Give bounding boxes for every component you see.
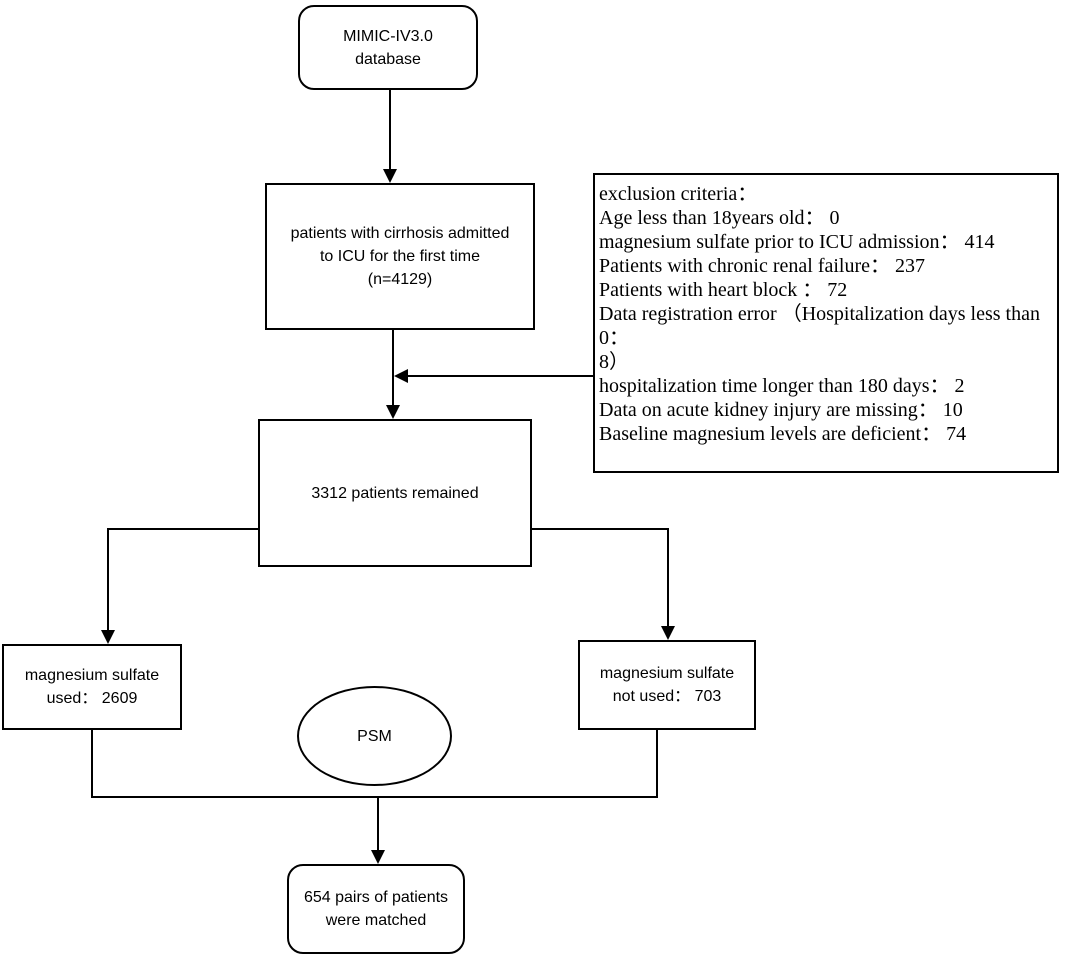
exclusion-line: Patients with heart block ： 72 — [599, 279, 848, 301]
node-matched-label-line: were matched — [325, 912, 427, 929]
node-matched-pairs: 654 pairs of patients were matched — [287, 864, 465, 954]
node-cirrhosis-label-line: patients with cirrhosis admitted — [290, 225, 510, 242]
node-remained-label-line: 3312 patients remained — [311, 484, 479, 502]
connector-converge-to-matched — [377, 798, 379, 852]
node-magnesium-not-used-label-line: not used： 703 — [612, 688, 722, 705]
node-patients-remained: 3312 patients remained — [258, 419, 532, 567]
connector-converge-h — [91, 796, 658, 798]
node-cirrhosis-patients: patients with cirrhosis admitted to ICU … — [265, 183, 535, 330]
arrowhead-left-icon — [394, 369, 408, 383]
node-magnesium-not-used-label-line: magnesium sulfate — [599, 665, 735, 682]
exclusion-line: exclusion criteria： — [599, 183, 758, 205]
arrowhead-down-icon — [661, 626, 675, 640]
connector-notused-down — [656, 729, 658, 798]
node-psm-label: PSM — [357, 727, 392, 745]
connector-used-down — [91, 729, 93, 798]
connector-remained-to-used-v — [107, 528, 109, 631]
exclusion-line: hospitalization time longer than 180 day… — [599, 375, 965, 397]
connector-remained-to-used-h — [107, 528, 259, 530]
exclusion-line: magnesium sulfate prior to ICU admission… — [599, 231, 995, 253]
node-database-label-line: MIMIC-IV3.0 — [343, 27, 433, 45]
node-database: MIMIC-IV3.0 database — [298, 5, 478, 90]
node-magnesium-used: magnesium sulfate used： 2609 — [2, 644, 182, 730]
connector-remained-to-notused-v — [667, 528, 669, 628]
node-psm: PSM — [297, 686, 452, 786]
connector-cirrhosis-to-remained — [392, 329, 394, 407]
node-magnesium-not-used: magnesium sulfate not used： 703 — [578, 640, 756, 730]
arrowhead-down-icon — [101, 630, 115, 644]
connector-remained-to-notused-h — [531, 528, 669, 530]
exclusion-line: 8） — [599, 351, 629, 373]
node-magnesium-used-label-line: used： 2609 — [46, 690, 138, 707]
arrowhead-down-icon — [386, 405, 400, 419]
exclusion-line: Data on acute kidney injury are missing：… — [599, 399, 963, 421]
node-cirrhosis-label-line: (n=4129) — [367, 271, 433, 288]
exclusion-line: Baseline magnesium levels are deficient：… — [599, 423, 967, 445]
node-cirrhosis-label-line: to ICU for the first time — [319, 248, 481, 265]
exclusion-line: Patients with chronic renal failure： 237 — [599, 255, 926, 277]
arrowhead-down-icon — [371, 850, 385, 864]
node-matched-label-line: 654 pairs of patients — [303, 889, 449, 906]
exclusion-criteria-box: exclusion criteria： Age less than 18year… — [593, 173, 1059, 473]
exclusion-line: Data registration error （Hospitalization… — [599, 303, 1040, 349]
arrowhead-down-icon — [383, 169, 397, 183]
connector-exclusion-to-flow — [407, 375, 594, 377]
connector-database-to-cirrhosis — [389, 90, 391, 172]
exclusion-line: Age less than 18years old： 0 — [599, 207, 840, 229]
node-database-label-line: database — [355, 50, 421, 68]
node-magnesium-used-label-line: magnesium sulfate — [24, 667, 160, 684]
